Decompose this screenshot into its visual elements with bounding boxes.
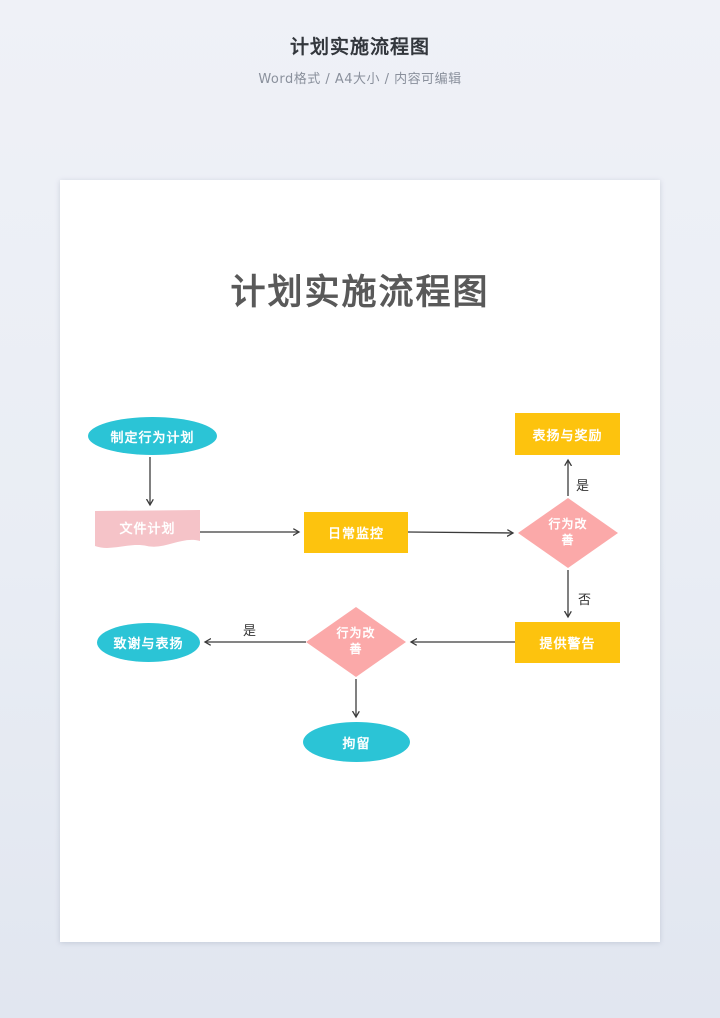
flow-node-reward-label: 表扬与奖励 xyxy=(532,428,603,444)
flow-node-monitor: 日常监控 xyxy=(304,512,408,553)
flow-node-decision-right-label: 行为改善 xyxy=(548,517,588,547)
flow-node-document-label: 文件计划 xyxy=(119,521,176,537)
flow-node-warning: 提供警告 xyxy=(515,622,620,663)
flow-node-thanks: 致谢与表扬 xyxy=(97,623,200,662)
flowchart-edges xyxy=(60,457,660,942)
flowchart-canvas: 制定行为计划 文件计划 日常监控 表扬与奖励 行为改善 提供警告 xyxy=(60,180,660,942)
flow-node-start-label: 制定行为计划 xyxy=(110,430,195,446)
header-subtitle: Word格式 / A4大小 / 内容可编辑 xyxy=(258,72,462,87)
flow-node-thanks-label: 致谢与表扬 xyxy=(113,637,184,652)
edge-label-yes-right: 是 xyxy=(574,475,592,494)
flow-node-monitor-label: 日常监控 xyxy=(327,527,384,542)
edge-label-no: 否 xyxy=(576,589,594,608)
flow-node-decision-middle-label: 行为改善 xyxy=(336,626,376,656)
document-shape xyxy=(95,510,200,548)
page-header: 计划实施流程图 Word格式 / A4大小 / 内容可编辑 xyxy=(0,0,720,87)
header-title: 计划实施流程图 xyxy=(289,36,430,58)
flow-node-reward: 表扬与奖励 xyxy=(515,413,620,455)
document-shape-path xyxy=(95,510,200,548)
flow-node-warning-label: 提供警告 xyxy=(539,637,596,652)
document-title: 计划实施流程图 xyxy=(230,273,490,313)
edge-label-yes-left: 是 xyxy=(241,620,259,639)
flow-node-detain: 拘留 xyxy=(303,722,410,762)
flow-node-detain-label: 拘留 xyxy=(342,736,371,752)
document-page: 计划实施流程图 xyxy=(60,180,660,942)
flow-node-document: 文件计划 xyxy=(95,510,200,550)
edge-monitor-to-decision1 xyxy=(407,532,513,533)
flow-node-start: 制定行为计划 xyxy=(88,417,217,455)
